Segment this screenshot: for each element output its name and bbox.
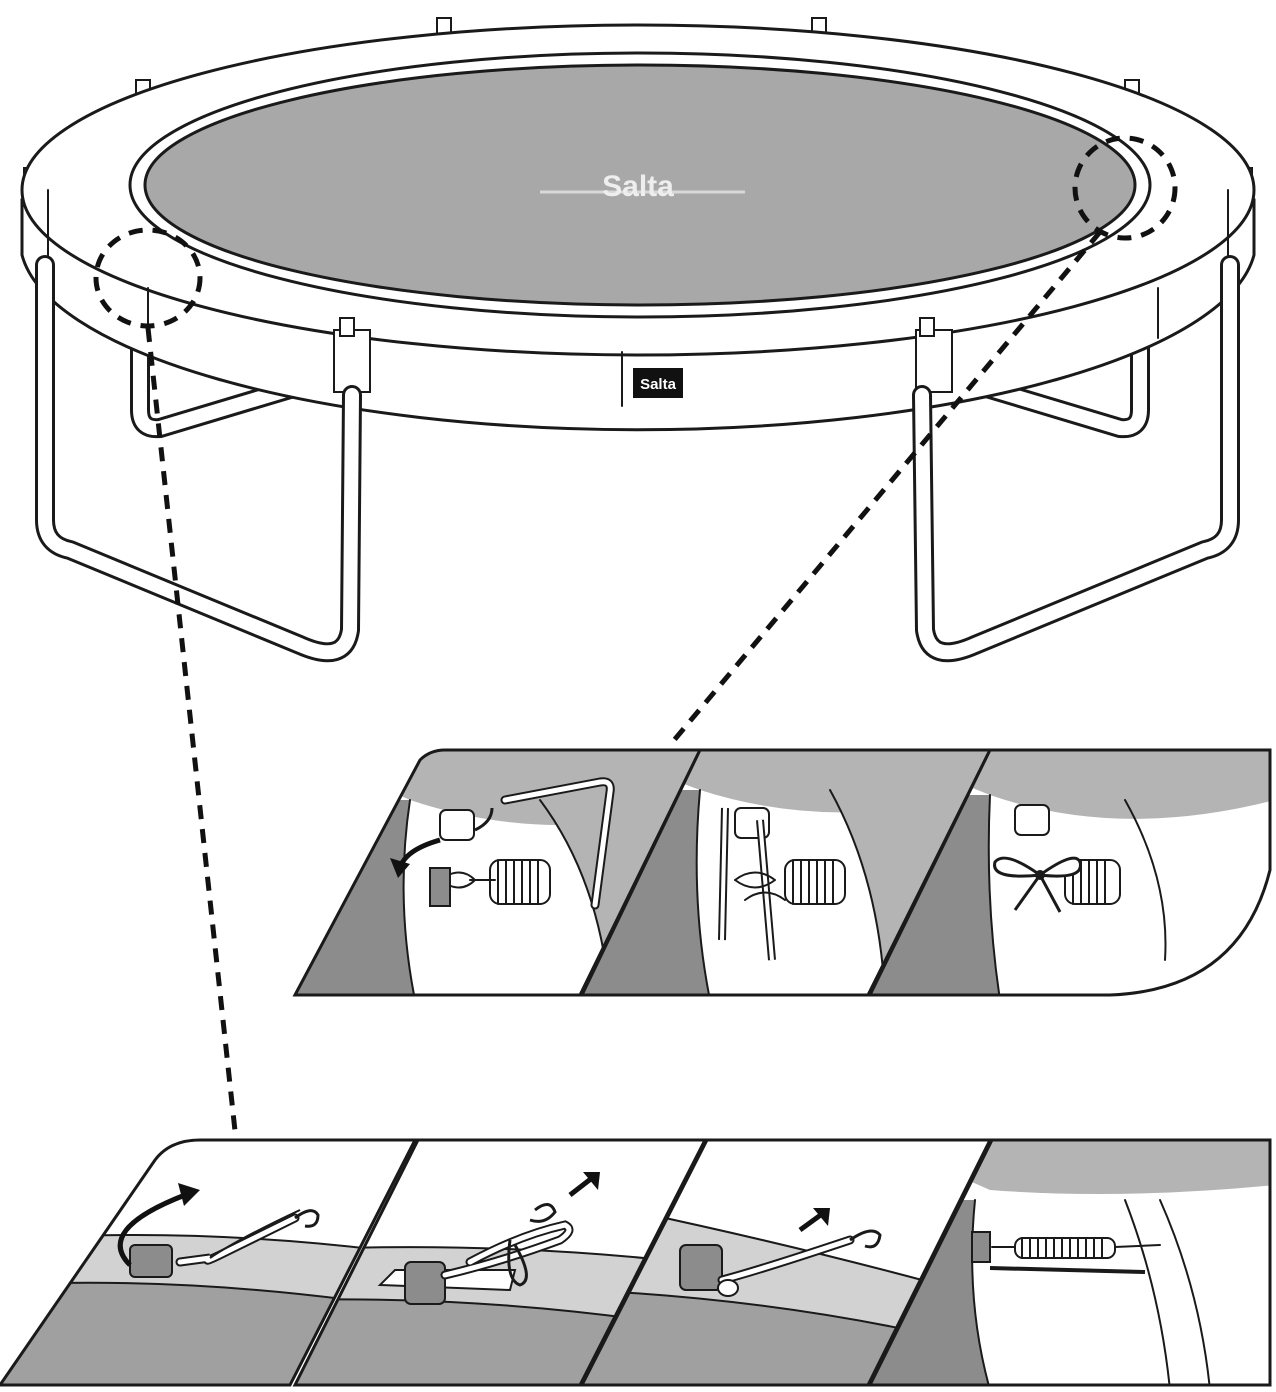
leader-line-right	[668, 230, 1102, 747]
leader-line-left	[145, 327, 239, 1141]
arrow-up-right-icon	[798, 1208, 830, 1233]
spring-icon	[991, 1237, 1161, 1259]
curved-arrow-icon	[390, 837, 441, 878]
net-tying-steps	[292, 748, 1272, 997]
tie-step-3	[867, 748, 1272, 997]
pad-attachment-steps	[0, 1138, 1272, 1387]
trampoline: Salta Salta	[20, 17, 1256, 1141]
badge-logo-text: Salta	[640, 376, 677, 393]
bow-knot-icon	[993, 856, 1082, 913]
mat-logo-text: Salta	[602, 170, 674, 203]
mat-logo: Salta	[540, 170, 745, 203]
spring-icon	[439, 859, 551, 905]
detail-circle-left	[93, 227, 203, 329]
detail-circle-right	[1072, 135, 1178, 241]
side-badge: Salta	[633, 368, 683, 398]
curved-arrow-icon	[117, 1183, 200, 1267]
leg-sockets	[333, 317, 953, 393]
front-legs	[35, 255, 1240, 663]
jumping-mat	[143, 63, 1137, 307]
arrow-up-right-icon	[568, 1172, 600, 1197]
